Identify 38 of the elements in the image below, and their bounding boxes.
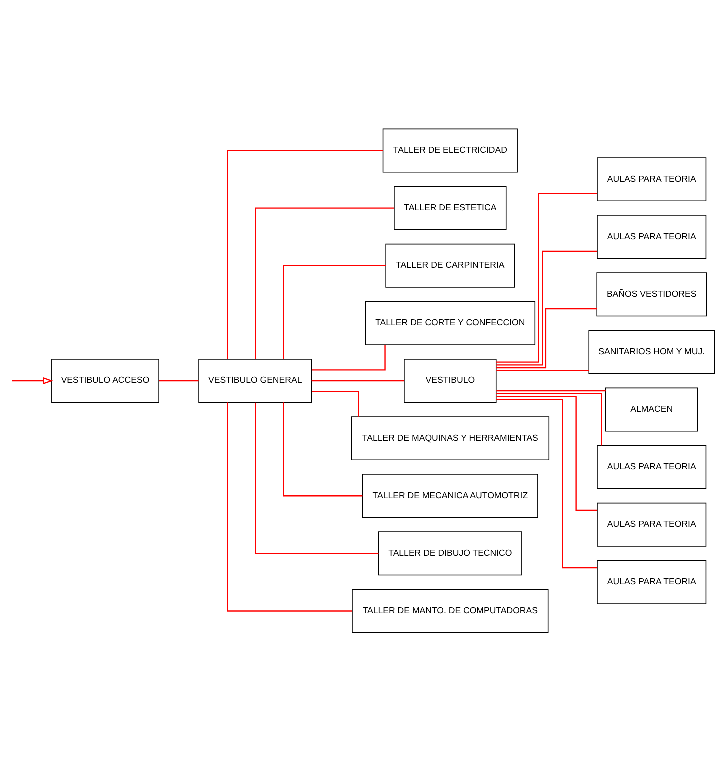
connector	[496, 193, 598, 363]
connector	[255, 402, 379, 554]
connector	[255, 208, 394, 360]
node-box: BAÑOS VESTIDORES	[596, 272, 708, 317]
connector	[496, 399, 598, 569]
connector	[159, 380, 199, 382]
connector	[227, 402, 352, 612]
connector	[496, 370, 590, 372]
node-box: ALMACEN	[606, 388, 698, 432]
connector	[312, 391, 360, 417]
node-box: AULAS PARA TEORIA	[597, 215, 707, 260]
connector	[496, 393, 602, 446]
node-box: TALLER DE ELECTRICIDAD	[382, 128, 518, 173]
connector	[312, 380, 404, 382]
node-box: VESTIBULO	[404, 359, 497, 403]
connector	[283, 402, 363, 497]
node-box: TALLER DE MECANICA AUTOMOTRIZ	[362, 474, 538, 518]
node-box: AULAS PARA TEORIA	[597, 502, 707, 547]
node-box: AULAS PARA TEORIA	[597, 560, 707, 604]
node-box: SANITARIOS HOM Y MUJ.	[588, 330, 715, 374]
connector	[227, 150, 384, 360]
node-box: VESTIBULO GENERAL	[198, 359, 312, 403]
connector	[283, 265, 386, 360]
node-box: AULAS PARA TEORIA	[597, 158, 707, 202]
node-box: TALLER DE DIBUJO TECNICO	[378, 532, 522, 576]
node-box: VESTIBULO ACCESO	[52, 359, 160, 403]
connector	[496, 308, 598, 369]
node-box: TALLER DE CORTE Y CONFECCION	[365, 301, 536, 346]
connector	[312, 345, 386, 371]
node-box: TALLER DE MANTO. DE COMPUTADORAS	[352, 589, 549, 634]
node-box: TALLER DE ESTETICA	[394, 186, 507, 230]
connector	[496, 396, 598, 512]
node-box: TALLER DE MAQUINAS Y HERRAMIENTAS	[351, 416, 550, 461]
arrow	[12, 377, 54, 385]
connector	[496, 250, 598, 366]
node-box: TALLER DE CARPINTERIA	[386, 244, 516, 288]
connector	[496, 390, 606, 392]
node-box: AULAS PARA TEORIA	[597, 445, 707, 490]
